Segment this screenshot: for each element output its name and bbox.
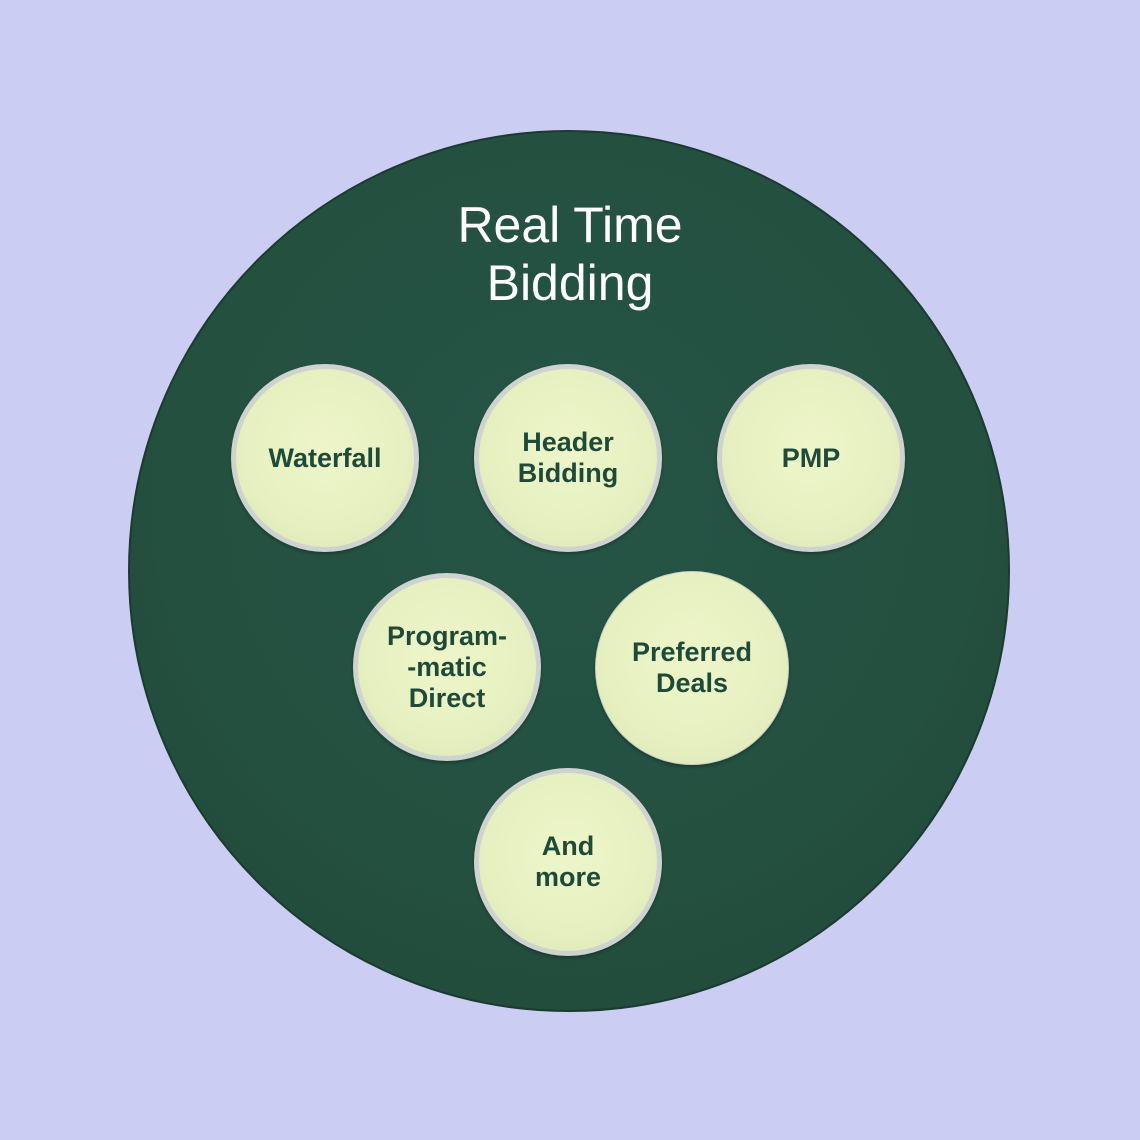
diagram-title: Real Time Bidding bbox=[457, 197, 683, 311]
node-label-pmp: PMP bbox=[781, 442, 841, 473]
node-header-bidding: Header Bidding bbox=[474, 364, 662, 552]
node-programmatic-direct: Program- -matic Direct bbox=[353, 573, 541, 761]
node-preferred-deals: Preferred Deals bbox=[595, 571, 789, 765]
node-pmp: PMP bbox=[717, 364, 905, 552]
node-label-preferred-deals: Preferred Deals bbox=[631, 637, 753, 698]
node-label-waterfall: Waterfall bbox=[268, 442, 382, 473]
node-label-header-bidding: Header Bidding bbox=[517, 427, 619, 488]
node-label-and-more: And more bbox=[534, 831, 602, 892]
node-label-programmatic-direct: Program- -matic Direct bbox=[386, 620, 508, 713]
node-and-more: And more bbox=[474, 768, 662, 956]
node-waterfall: Waterfall bbox=[231, 364, 419, 552]
